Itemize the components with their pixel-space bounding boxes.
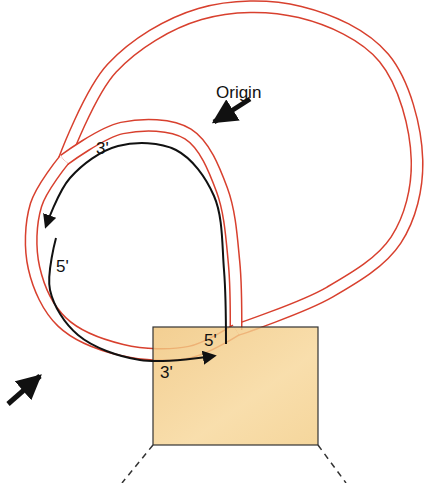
end-label: 5' [204,332,217,349]
pointer-arrow [214,99,250,122]
end-label: 5' [56,258,69,275]
dna-strands [31,7,417,355]
zoom-box [153,327,318,445]
strand-outline [64,125,236,330]
zoom-line [122,445,153,483]
origin-label: Origin [216,84,261,101]
end-label: 3' [160,364,173,381]
strand-core [64,7,417,330]
new-strand [49,238,214,361]
dna-duplex [64,7,417,330]
strand-outline [64,7,417,330]
end-label: 3' [96,140,109,157]
new-strands [46,143,226,361]
pointer-arrow [8,376,40,404]
zoom-line [318,445,346,483]
strand-core [64,125,236,330]
dna-duplex [64,125,236,330]
new-strand [46,143,226,344]
